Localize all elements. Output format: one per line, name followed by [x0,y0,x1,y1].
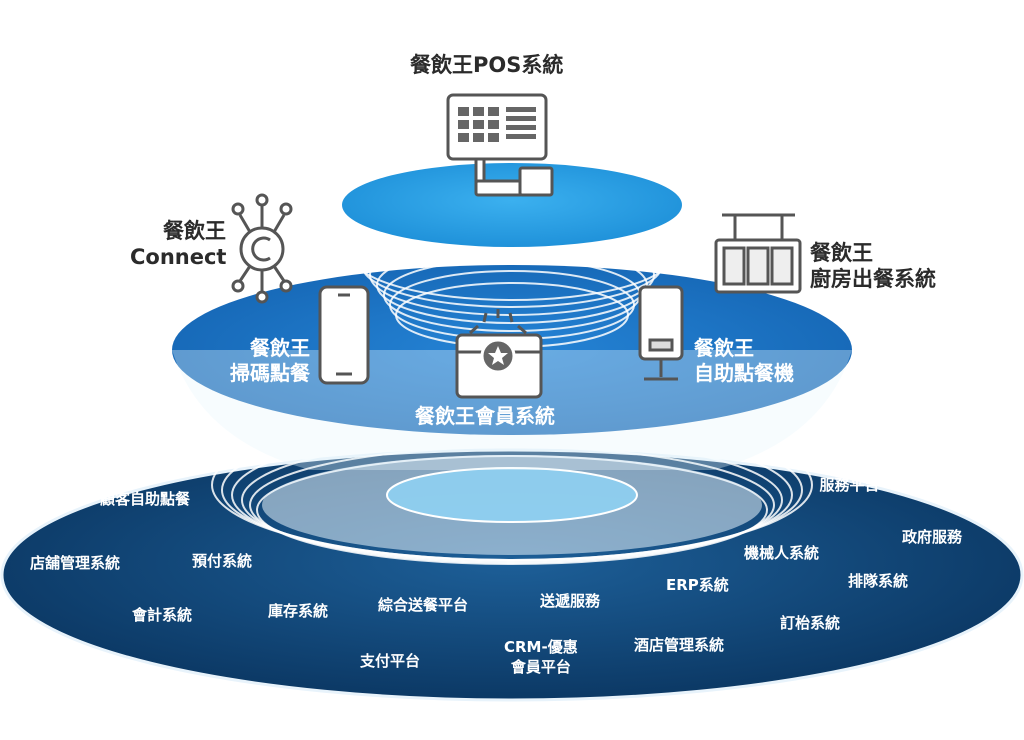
service-inventory: 庫存系統 [268,602,329,620]
base-center-disc [386,467,638,523]
service-order-delivery: 訂餐及送餐 服務平台 [812,456,888,494]
kiosk-icon [638,285,684,381]
connect-label-line2: Connect [130,245,227,270]
top-layer-ellipse [342,163,682,247]
service-queue: 排隊系統 [848,572,909,590]
kiosk-label: 餐飲王 自助點餐機 [694,336,794,386]
service-hotel: 酒店管理系統 [634,636,725,654]
kitchen-label-line1: 餐飲王 [810,241,873,265]
qr-order-label-line1: 餐飲王 [250,336,310,360]
connect-hub-icon [231,193,293,304]
service-government: 政府服務 [902,528,963,546]
kiosk-label-line2: 自助點餐機 [694,361,794,385]
qr-order-label-line2: 掃碼點餐 [230,361,310,385]
kitchen-display-icon [714,213,802,294]
service-payment: 支付平台 [360,652,421,670]
kitchen-label-line2: 廚房出餐系統 [810,267,936,292]
service-robot: 機械人系統 [744,544,820,562]
service-delivery-platform: 綜合送餐平台 [378,596,469,614]
kiosk-label-line1: 餐飲王 [694,336,754,360]
service-erp: ERP系統 [666,576,729,594]
service-customer-self-order: 顧客自助點餐 [100,490,191,508]
connect-label: 餐飲王 Connect [130,218,226,271]
service-prepaid: 預付系統 [192,552,253,570]
qr-order-label: 餐飲王 掃碼點餐 [214,336,310,386]
service-crm: CRM-優惠 會員平台 [504,638,578,676]
kitchen-label: 餐飲王 廚房出餐系統 [810,240,936,293]
smartphone-icon [318,285,370,385]
service-courier: 送遞服務 [540,592,601,610]
pos-label: 餐飲王POS系統 [410,53,564,77]
service-store-management: 店舖管理系統 [30,554,121,572]
connect-label-line1: 餐飲王 [163,219,226,243]
pos-terminal-icon [446,93,554,197]
member-label: 餐飲王會員系統 [415,404,555,428]
service-table-booking: 訂枱系統 [780,614,841,632]
member-card-icon [455,309,543,399]
base-layer-rim [0,448,1024,702]
service-accounting: 會計系統 [132,606,193,624]
